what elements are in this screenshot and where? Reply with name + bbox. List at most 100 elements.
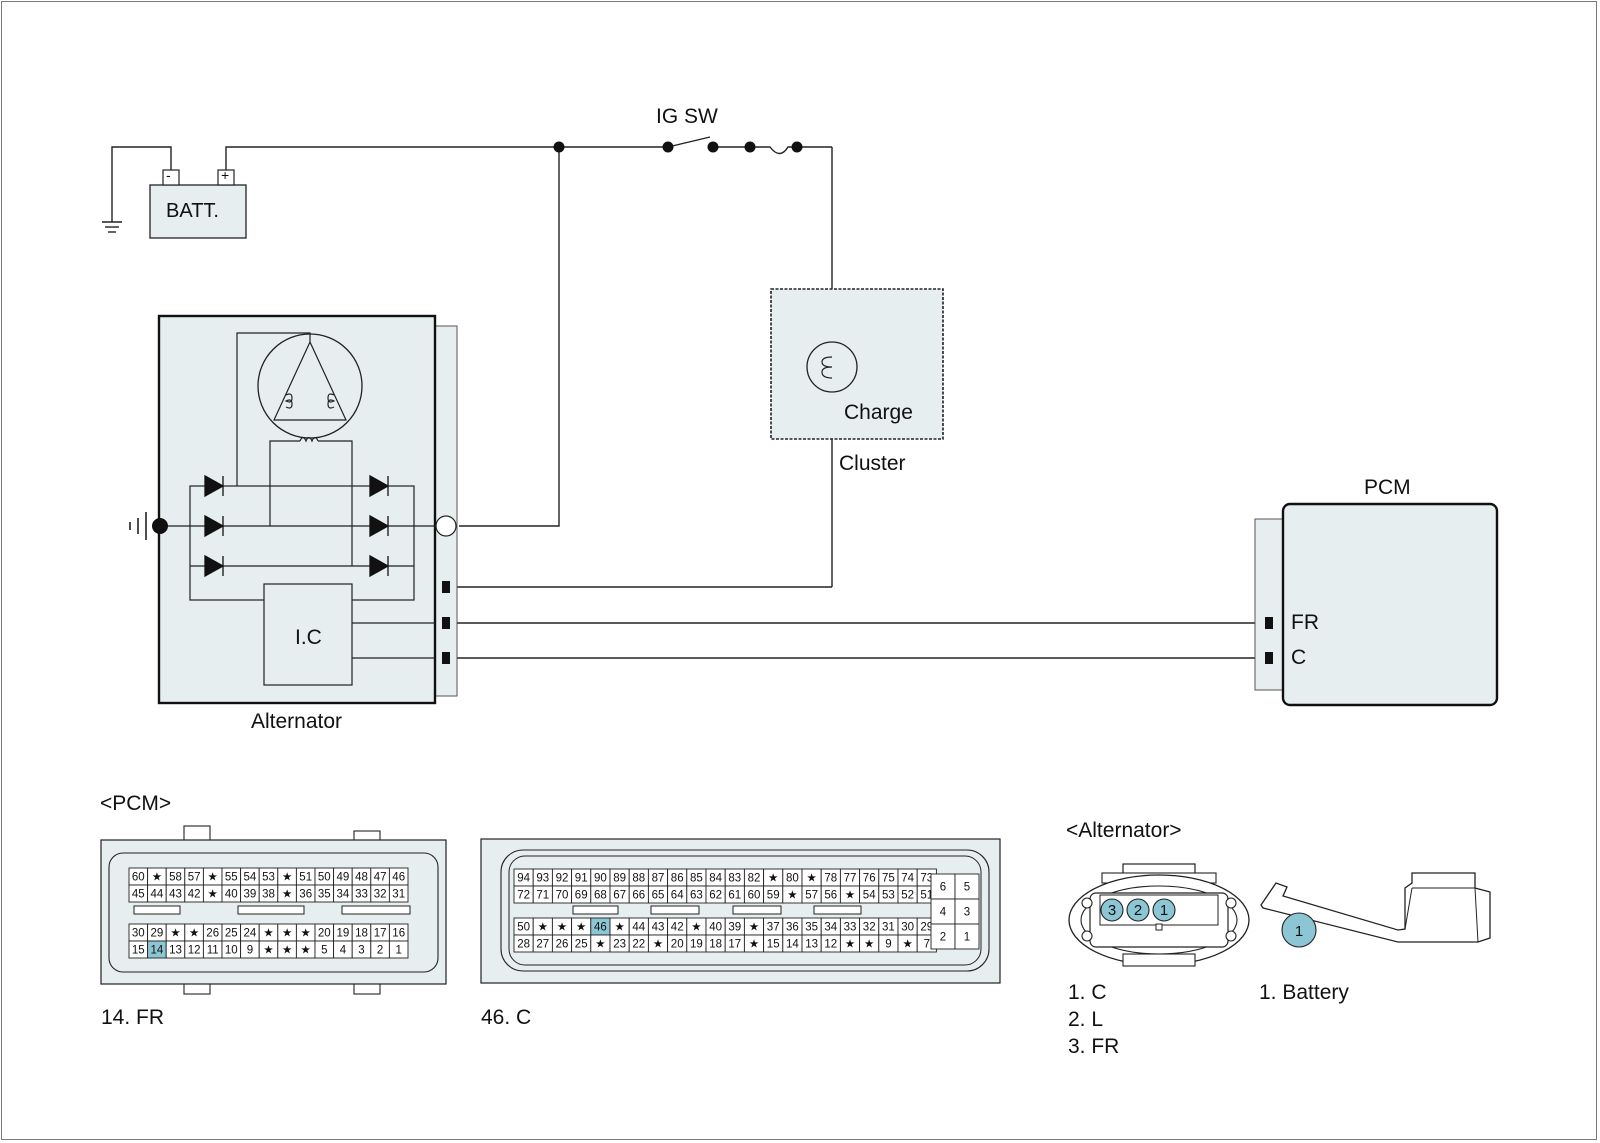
pin-label: 68 bbox=[594, 890, 607, 902]
cluster-label: Cluster bbox=[839, 452, 906, 475]
pin-label: 6 bbox=[940, 882, 946, 894]
pin-label: 10 bbox=[225, 945, 238, 957]
pin-label: 32 bbox=[863, 922, 876, 934]
pin-label: 74 bbox=[901, 873, 914, 885]
pin-label: 48 bbox=[355, 872, 368, 884]
pin-label: ★ bbox=[806, 873, 816, 885]
pin-label: ★ bbox=[576, 922, 586, 934]
pin-label: 83 bbox=[728, 873, 741, 885]
plug-pin bbox=[1100, 898, 1124, 922]
pin-label: 67 bbox=[613, 890, 626, 902]
pin-label: 31 bbox=[882, 922, 895, 934]
pin-label: 39 bbox=[244, 889, 257, 901]
pin-label: 2 bbox=[940, 932, 946, 944]
junction-dot bbox=[553, 141, 565, 153]
pin-label: 93 bbox=[536, 873, 549, 885]
pcm-box bbox=[1254, 502, 1499, 707]
pin-label: 57 bbox=[188, 872, 201, 884]
pin-label: 55 bbox=[225, 872, 238, 884]
pin-label: ★ bbox=[208, 889, 218, 901]
pin-label: 64 bbox=[671, 890, 684, 902]
pin-cell bbox=[954, 923, 980, 950]
pin-label: 7 bbox=[924, 939, 930, 951]
pin-label: ★ bbox=[152, 872, 162, 884]
pin-label: ★ bbox=[301, 928, 311, 940]
pin-label: 44 bbox=[632, 922, 645, 934]
alt-pin-c bbox=[442, 652, 450, 664]
pcm-left-note: 14. FR bbox=[101, 1006, 165, 1029]
pin-label: 69 bbox=[575, 890, 588, 902]
pin-label: 20 bbox=[318, 928, 331, 940]
pcm-right-note: 46. C bbox=[481, 1006, 532, 1029]
pin-label: 46 bbox=[594, 922, 607, 934]
terminal-pin-circle bbox=[1281, 912, 1317, 948]
pin-label: 43 bbox=[652, 922, 665, 934]
terminal-note: 1. Battery bbox=[1259, 981, 1349, 1004]
pin-label: ★ bbox=[170, 928, 180, 940]
pin-label: 49 bbox=[337, 872, 350, 884]
pin-label: 37 bbox=[767, 922, 780, 934]
battery-symbol bbox=[149, 169, 247, 239]
pin-label: ★ bbox=[263, 928, 273, 940]
pin-label: 47 bbox=[374, 872, 387, 884]
pin-label: 46 bbox=[392, 872, 405, 884]
pin-label: 60 bbox=[132, 872, 145, 884]
pin-label: 65 bbox=[652, 890, 665, 902]
pin-label: 62 bbox=[709, 890, 722, 902]
alternator-connector-title: <Alternator> bbox=[1066, 819, 1182, 842]
pin-label: ★ bbox=[263, 945, 273, 957]
pin-label: ★ bbox=[208, 872, 218, 884]
pin-label: 56 bbox=[824, 890, 837, 902]
rectifier-diodes bbox=[204, 474, 390, 578]
pin-label: 12 bbox=[824, 939, 837, 951]
fuse-contact bbox=[791, 141, 803, 153]
pin-label: 30 bbox=[901, 922, 914, 934]
pin-label: 9 bbox=[247, 945, 253, 957]
pin-label: 52 bbox=[901, 890, 914, 902]
pin-label: 19 bbox=[337, 928, 350, 940]
pin-label: 20 bbox=[671, 939, 684, 951]
cluster-box bbox=[770, 288, 944, 440]
pin-label: 77 bbox=[844, 873, 857, 885]
b-terminal bbox=[435, 515, 457, 537]
battery-terminal bbox=[1260, 872, 1491, 943]
pin-label: 1 bbox=[964, 932, 970, 944]
pin-label: 40 bbox=[225, 889, 238, 901]
pin-label: ★ bbox=[845, 939, 855, 951]
pin-label: ★ bbox=[538, 922, 548, 934]
pin-label: 29 bbox=[151, 928, 164, 940]
pcm-connector-title: <PCM> bbox=[100, 792, 172, 815]
alternator-pin-1: 1. C bbox=[1068, 981, 1107, 1004]
pin-label: 15 bbox=[132, 945, 145, 957]
pin-label: 24 bbox=[244, 928, 257, 940]
pin-label: 44 bbox=[151, 889, 164, 901]
pin-label: 5 bbox=[321, 945, 327, 957]
pin-label: 12 bbox=[188, 945, 201, 957]
pin-cell bbox=[930, 923, 956, 950]
pin-label: 51 bbox=[299, 872, 312, 884]
pin-label: ★ bbox=[282, 945, 292, 957]
pin-label: ★ bbox=[749, 939, 759, 951]
pin-label: 57 bbox=[805, 890, 818, 902]
pin-label: 33 bbox=[844, 922, 857, 934]
pin-label: 31 bbox=[392, 889, 405, 901]
pin-label: 89 bbox=[613, 873, 626, 885]
pin-label: 18 bbox=[355, 928, 368, 940]
pin-label: 80 bbox=[786, 873, 799, 885]
pin-label: 42 bbox=[671, 922, 684, 934]
pin-cell bbox=[930, 898, 956, 925]
pin-label: 33 bbox=[355, 889, 368, 901]
pin-label: 4 bbox=[940, 907, 947, 919]
pcm-connector-left bbox=[100, 825, 447, 995]
pin-label: ★ bbox=[864, 939, 874, 951]
switch-contact bbox=[707, 141, 719, 153]
alternator-label: Alternator bbox=[251, 710, 343, 733]
pin-label: 39 bbox=[728, 922, 741, 934]
plug-pin-number: 3 bbox=[1108, 902, 1116, 919]
pin-label: 14 bbox=[786, 939, 799, 951]
pin-label: 3 bbox=[964, 907, 970, 919]
